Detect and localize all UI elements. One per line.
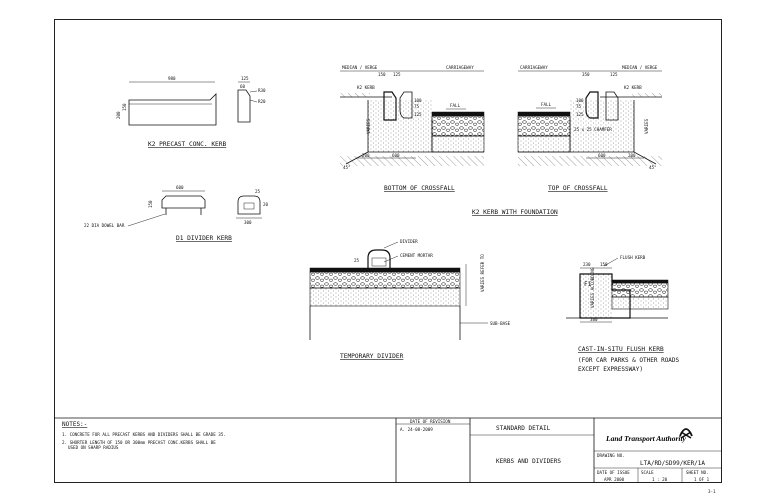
date-issue-label: DATE OF ISSUE bbox=[597, 470, 630, 475]
k2-r1-dim: R30 bbox=[258, 88, 266, 93]
temporary-divider-drawing: DIVIDER CEMENT MORTAR 25 VARIES REFER TO… bbox=[309, 239, 511, 360]
bottom-dim-a: 150 bbox=[378, 72, 386, 77]
bottom-kerb-label: K2 KERB bbox=[357, 85, 375, 90]
bottom-varies-label: VARIES bbox=[366, 118, 371, 134]
flush-tag: F1 bbox=[584, 281, 592, 288]
notes-heading: NOTES:- bbox=[62, 421, 87, 428]
k2-foundation-title: K2 KERB WITH FOUNDATION bbox=[472, 209, 558, 216]
sheet-value: 1 OF 1 bbox=[694, 477, 710, 482]
dowel-bar-label: 22 DIA DOWEL BAR bbox=[84, 223, 125, 228]
top-crossfall-drawing: CARRIAGEWAY MEDIAN / VERGE 350 125 K2 KE… bbox=[517, 65, 662, 192]
k2-top-dim: 125 bbox=[241, 76, 249, 81]
bottom-angle: 45° bbox=[343, 165, 351, 170]
top-dim-g: 200 bbox=[628, 153, 636, 158]
bottom-crossfall-title: BOTTOM OF CROSSFALL bbox=[384, 185, 455, 192]
flush-kerb-drawing: FLUSH KERB 230 150 F1 380 VARIES ACCORDI… bbox=[566, 255, 680, 373]
revision-header: DATE OF REVISION bbox=[410, 419, 451, 424]
bottom-dim-e: 125 bbox=[414, 112, 422, 117]
flush-dim-a: 230 bbox=[583, 262, 591, 267]
bottom-carriageway-label: CARRIAGEWAY bbox=[446, 65, 474, 70]
k2-height-dim: 200 bbox=[116, 111, 121, 119]
k2-precast-kerb-drawing: 980 200 150 125 60 R30 R20 K2 PRECAST CO… bbox=[116, 76, 266, 148]
note-2b: USED ON SHARP RADIUS bbox=[68, 445, 119, 450]
k2-height2-dim: 150 bbox=[122, 103, 127, 111]
bottom-crossfall-drawing: MEDIAN / VERGE CARRIAGEWAY 150 125 K2 KE… bbox=[340, 65, 485, 192]
bottom-dim-g: 600 bbox=[392, 153, 400, 158]
top-carriageway-label: CARRIAGEWAY bbox=[520, 65, 548, 70]
k2-step-dim: 60 bbox=[240, 84, 246, 89]
top-median-label: MEDIAN / VERGE bbox=[622, 65, 658, 70]
divider-title: D1 DIVIDER KERB bbox=[176, 235, 232, 242]
page-number: 3-1 bbox=[708, 489, 716, 494]
temp-varies-label: VARIES REFER TO bbox=[480, 254, 485, 292]
top-kerb-label: K2 KERB bbox=[624, 85, 642, 90]
top-dim-e: 125 bbox=[576, 112, 584, 117]
revision-value: A. 24-08-2009 bbox=[400, 427, 433, 432]
k2-precast-title: K2 PRECAST CONC. KERB bbox=[148, 141, 227, 148]
flush-kerb-title: CAST-IN-SITU FLUSH KERB bbox=[578, 346, 664, 353]
scale-label: SCALE bbox=[641, 470, 654, 475]
divider-pad-dim: 20 bbox=[263, 202, 269, 207]
flush-dim-b: 150 bbox=[600, 262, 608, 267]
temp-divider-label: DIVIDER bbox=[400, 239, 418, 244]
drawing-title: KERBS AND DIVIDERS bbox=[496, 458, 561, 465]
divider-base-dim: 300 bbox=[244, 220, 252, 225]
note-1: 1. CONCRETE FOR ALL PRECAST KERBS AND DI… bbox=[62, 432, 226, 437]
authority-logo-icon bbox=[679, 428, 693, 439]
top-dim-b: 125 bbox=[610, 72, 618, 77]
temp-mortar-label: CEMENT MORTAR bbox=[400, 253, 433, 258]
standard-detail-label: STANDARD DETAIL bbox=[496, 425, 551, 432]
authority-name: Land Transport Authority bbox=[605, 434, 687, 443]
bottom-median-label: MEDIAN / VERGE bbox=[342, 65, 378, 70]
flush-kerb-note2: EXCEPT EXPRESSWAY) bbox=[578, 366, 643, 373]
sheet-label: SHEET NO. bbox=[686, 470, 709, 475]
temp-divider-title: TEMPORARY DIVIDER bbox=[340, 353, 404, 360]
drawing-no: LTA/RD/SD99/KER/1A bbox=[640, 460, 705, 467]
top-dim-c: 100 bbox=[576, 98, 584, 103]
note-2a: 2. SHORTER LENGTH OF 150 OR 300mm PRECAS… bbox=[62, 440, 216, 445]
top-chamfer-label: 25 x 25 CHAMFER bbox=[574, 127, 612, 132]
bottom-dim-d: 75 bbox=[414, 104, 420, 109]
bottom-fall-label: FALL bbox=[450, 103, 461, 108]
drawing-no-label: DRAWING NO. bbox=[597, 453, 625, 458]
bottom-dim-b: 125 bbox=[393, 72, 401, 77]
divider-w-dim: 25 bbox=[255, 189, 261, 194]
top-varies-label: VARIES bbox=[644, 118, 649, 134]
scale-value: 1 : 20 bbox=[652, 477, 668, 482]
top-angle: 45° bbox=[649, 165, 657, 170]
k2-r2-dim: R20 bbox=[258, 99, 266, 104]
temp-dim: 25 bbox=[354, 258, 360, 263]
top-dim-f: 600 bbox=[598, 153, 606, 158]
bottom-dim-c: 100 bbox=[414, 98, 422, 103]
k2-length-dim: 980 bbox=[168, 76, 176, 81]
date-issue: APR 2000 bbox=[604, 477, 625, 482]
title-block: NOTES:- 1. CONCRETE FOR ALL PRECAST KERB… bbox=[54, 417, 722, 483]
top-dim-a: 350 bbox=[582, 72, 590, 77]
top-fall-label: FALL bbox=[541, 102, 552, 107]
divider-length-dim: 600 bbox=[176, 185, 184, 190]
temp-subbase-label: SUB-BASE bbox=[490, 321, 511, 326]
d1-divider-drawing: 600 150 22 DIA DOWEL BAR 25 20 300 D1 DI… bbox=[84, 185, 269, 242]
flush-dim-c: 380 bbox=[590, 317, 598, 322]
top-crossfall-title: TOP OF CROSSFALL bbox=[548, 185, 608, 192]
bottom-dim-f: 200 bbox=[362, 153, 370, 158]
top-dim-d: 75 bbox=[576, 104, 582, 109]
flush-kerb-label: FLUSH KERB bbox=[620, 255, 646, 260]
flush-kerb-note1: (FOR CAR PARKS & OTHER ROADS bbox=[578, 357, 680, 364]
flush-varies-label: VARIES ACCORDING bbox=[590, 267, 595, 308]
drawing-frame bbox=[54, 19, 722, 483]
divider-side-dim: 150 bbox=[148, 200, 153, 208]
